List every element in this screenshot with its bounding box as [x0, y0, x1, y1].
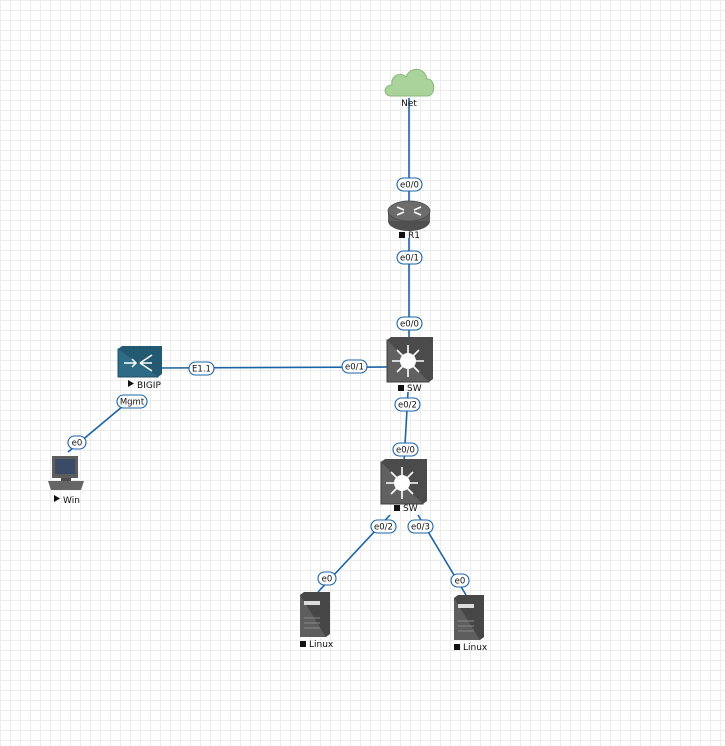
node-label-r1: R1: [408, 231, 420, 241]
port-labels: e0/0 e0/1 e0/0 e0/1 e0/2 E1.1 Mgmt e0: [67, 177, 470, 588]
svg-text:e0/2: e0/2: [374, 523, 393, 533]
node-label-bigip: BIGIP: [137, 381, 161, 391]
node-label-win: Win: [63, 496, 80, 506]
multilayer-switch-icon: [386, 337, 433, 383]
svg-text:e0: e0: [455, 577, 466, 587]
server-icon: [454, 595, 484, 640]
status-stopped-icon: [394, 505, 400, 511]
svg-text:e0/1: e0/1: [400, 254, 419, 264]
node-label-linux2: Linux: [463, 643, 488, 653]
svg-text:e0/0: e0/0: [400, 320, 419, 330]
svg-text:e0/3: e0/3: [411, 523, 430, 533]
node-label-sw2: SW: [403, 504, 418, 514]
node-label-net: Net: [401, 99, 417, 109]
port-label-sw1-e0-0[interactable]: e0/0: [396, 316, 423, 331]
port-label-r1-e0-1[interactable]: e0/1: [396, 250, 423, 265]
multilayer-switch-icon: [380, 459, 427, 505]
svg-text:e0/2: e0/2: [398, 401, 417, 411]
server-icon: [300, 592, 330, 637]
status-running-icon: [128, 380, 134, 387]
port-label-win-e0[interactable]: e0: [67, 435, 87, 450]
svg-text:e0: e0: [322, 575, 333, 585]
status-stopped-icon: [399, 232, 405, 238]
status-stopped-icon: [454, 644, 460, 650]
node-net[interactable]: Net: [384, 68, 435, 109]
svg-text:e0/0: e0/0: [396, 446, 415, 456]
port-label-sw2-e0-0[interactable]: e0/0: [392, 442, 419, 457]
svg-text:e0: e0: [72, 439, 83, 449]
port-label-bigip-mgmt[interactable]: Mgmt: [116, 394, 148, 409]
node-label-sw1: SW: [407, 384, 422, 394]
status-running-icon: [54, 495, 60, 502]
port-label-linux2-e0[interactable]: e0: [450, 573, 470, 588]
node-r1[interactable]: R1: [387, 200, 431, 241]
workstation-icon: [48, 456, 84, 490]
port-label-sw1-e0-1[interactable]: e0/1: [341, 359, 368, 374]
node-label-linux1: Linux: [309, 640, 334, 650]
svg-text:e0/1: e0/1: [345, 363, 364, 373]
port-label-sw1-e0-2[interactable]: e0/2: [394, 397, 421, 412]
status-stopped-icon: [398, 385, 404, 391]
port-label-bigip-e1-1[interactable]: E1.1: [188, 361, 215, 376]
port-label-sw2-e0-3[interactable]: e0/3: [407, 519, 434, 534]
port-label-sw2-e0-2[interactable]: e0/2: [370, 519, 397, 534]
node-linux1[interactable]: Linux: [300, 592, 334, 650]
status-stopped-icon: [300, 641, 306, 647]
node-sw1[interactable]: SW: [386, 337, 433, 394]
node-sw2[interactable]: SW: [380, 459, 427, 514]
cloud-icon: [384, 68, 435, 97]
svg-text:Mgmt: Mgmt: [120, 398, 145, 408]
svg-text:e0/0: e0/0: [400, 181, 419, 191]
svg-text:E1.1: E1.1: [192, 365, 211, 375]
node-bigip[interactable]: BIGIP: [117, 346, 162, 391]
node-win[interactable]: Win: [48, 456, 84, 506]
load-balancer-icon: [117, 346, 162, 378]
port-label-linux1-e0[interactable]: e0: [317, 571, 337, 586]
router-icon: [387, 200, 431, 231]
port-label-r1-e0-0[interactable]: e0/0: [396, 177, 423, 192]
node-linux2[interactable]: Linux: [454, 595, 488, 653]
